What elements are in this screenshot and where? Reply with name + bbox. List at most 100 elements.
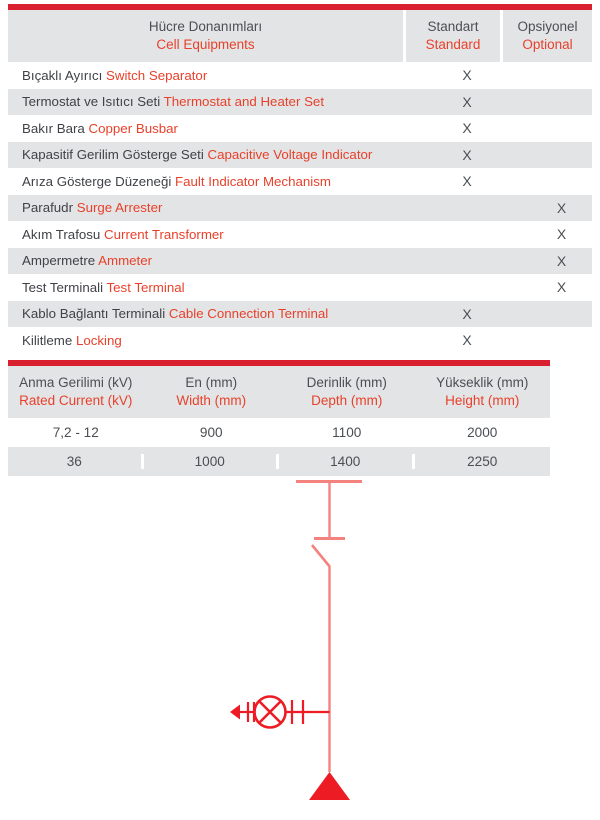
header-standard-tr: Standart [427,19,479,34]
header-equipment-en: Cell Equipments [156,36,255,52]
equipment-name-tr: Ampermetre [22,253,99,269]
standard-mark-cell: X [462,93,472,110]
dimensions-header-cell: Derinlik (mm) Depth (mm) [279,366,415,418]
equipment-name-en: Ammeter [98,253,153,269]
equipment-name-tr: Parafudr [22,200,77,216]
dimensions-value-cell: 1000 [144,454,279,470]
table-row: Ampermetre Ammeter X [8,247,592,275]
dimensions-value-cell: 7,2 - 12 [52,425,99,441]
optional-mark-cell: X [556,279,567,296]
dimensions-value-cell: 2000 [467,425,498,441]
equipment-table: Hücre Donanımları Cell Equipments Standa… [8,4,592,354]
dimensions-header-cell: Yükseklik (mm) Height (mm) [415,366,551,418]
equipment-name-cell: Test Terminali Test Terminal [8,280,417,295]
equipment-name-cell: Arıza Gösterge Düzeneği Fault Indicator … [8,174,417,189]
table-row: Arıza Gösterge Düzeneği Fault Indicator … [8,168,592,195]
equipment-name-tr: Kablo Bağlantı Terminali [22,306,169,322]
equipment-name-en: Test Terminal [106,279,185,295]
equipment-name-cell: Bıçaklı Ayırıcı Switch Separator [8,68,417,83]
standard-mark-cell: X [462,332,472,349]
equipment-name-en: Fault Indicator Mechanism [175,173,331,189]
dimensions-header-tr: Yükseklik (mm) [436,375,529,390]
equipment-name-cell: Kilitleme Locking [8,333,417,348]
equipment-name-cell: Ampermetre Ammeter [8,253,417,268]
header-equipment-tr: Hücre Donanımları [148,19,263,34]
header-optional-en: Optional [522,36,573,52]
equipment-name-en: Cable Connection Terminal [168,306,329,322]
header-cell-standard: Standart Standard [406,10,500,62]
header-cell-optional: Opsiyonel Optional [503,10,592,62]
ammeter-cross-icon [258,700,282,724]
header-separator [500,10,503,63]
equipment-name-cell: Bakır Bara Copper Busbar [8,121,417,136]
table-row: Test Terminali Test Terminal X [8,274,592,301]
equipment-name-en: Copper Busbar [88,120,178,136]
table-row: Kilitleme Locking X [8,327,592,354]
dimensions-table-header: Anma Gerilimi (kV) Rated Current (kV) En (… [8,366,551,419]
standard-mark-cell: X [462,120,472,137]
single-line-diagram [230,480,362,800]
dimensions-value-cell: 36 [8,454,144,470]
equipment-name-cell: Parafudr Surge Arrester [8,200,417,215]
standard-mark-cell: X [462,146,472,163]
dimensions-value-cell: 900 [199,425,223,441]
table-top-accent-bar [8,360,550,366]
equipment-name-tr: Bakır Bara [22,120,89,136]
optional-mark-cell: X [556,199,567,216]
dimensions-header-en: Rated Current (kV) [19,392,133,408]
equipment-name-tr: Bıçaklı Ayırıcı [22,67,106,83]
table-row: Termostat ve Isıtıcı Seti Thermostat and… [8,88,592,116]
equipment-name-en: Current Transformer [104,226,224,242]
dimensions-value-cell: 1400 [279,454,415,470]
header-optional-tr: Opsiyonel [517,19,578,34]
dimensions-value-cell: 1100 [332,425,362,441]
table-top-accent-bar [8,4,592,10]
equipment-name-tr: Kilitleme [22,332,76,348]
table-row: Bakır Bara Copper Busbar X [8,115,592,142]
equipment-name-en: Thermostat and Heater Set [163,94,325,110]
equipment-table-header: Hücre Donanımları Cell Equipments Standa… [8,10,592,63]
optional-mark-cell: X [556,226,567,243]
equipment-name-tr: Kapasitif Gerilim Gösterge Seti [22,147,208,163]
header-separator [403,10,406,63]
table-row: Kablo Bağlantı Terminali Cable Connectio… [8,300,592,328]
standard-mark-cell: X [462,305,472,322]
table-row: Kapasitif Gerilim Gösterge Seti Capaciti… [8,141,592,169]
feeder-arrow-icon [230,704,240,720]
equipment-name-cell: Akım Trafosu Current Transformer [8,227,417,242]
equipment-name-tr: Arıza Gösterge Düzeneği [22,173,175,189]
standard-mark-cell: X [462,67,472,84]
equipment-name-en: Capacitive Voltage Indicator [207,147,373,163]
equipment-name-tr: Akım Trafosu [22,226,105,242]
table-row: Bıçaklı Ayırıcı Switch Separator X [8,62,592,89]
equipment-name-cell: Termostat ve Isıtıcı Seti Thermostat and… [8,94,417,109]
dimensions-header-en: Height (mm) [445,392,520,408]
optional-mark-cell: X [556,252,567,269]
equipment-name-en: Locking [75,332,122,348]
dimensions-table: Anma Gerilimi (kV) Rated Current (kV) En (… [8,360,551,477]
equipment-name-cell: Kapasitif Gerilim Gösterge Seti Capaciti… [8,147,417,162]
dimensions-header-tr: Derinlik (mm) [306,375,387,390]
dimensions-header-tr: Anma Gerilimi (kV) [19,375,133,390]
header-cell-equipment: Hücre Donanımları Cell Equipments [8,10,403,62]
equipment-name-en: Switch Separator [106,67,208,83]
dimensions-header-cell: En (mm)Width (mm) [144,366,280,418]
standard-mark-cell: X [462,173,472,190]
dimensions-header-cell: Anma Gerilimi (kV) Rated Current (kV) [8,366,144,418]
dimensions-header-en: Depth (mm) [311,392,383,408]
table-row: 7,2 - 12 900 1100 2000 [8,418,550,447]
equipment-name-tr: Termostat ve Isıtıcı Seti [22,94,164,110]
cable-termination-triangle-icon [309,772,350,800]
table-row: Parafudr Surge Arrester X [8,194,592,222]
switch-separator-blade [310,544,332,568]
table-row: Akım Trafosu Current Transformer X [8,221,592,248]
header-standard-en: Standard [425,36,481,52]
equipment-name-cell: Kablo Bağlantı Terminali Cable Connectio… [8,306,417,321]
dimensions-header-tr: En (mm) [185,375,238,390]
equipment-name-en: Surge Arrester [76,200,163,216]
equipment-name-tr: Test Terminali [22,279,107,295]
